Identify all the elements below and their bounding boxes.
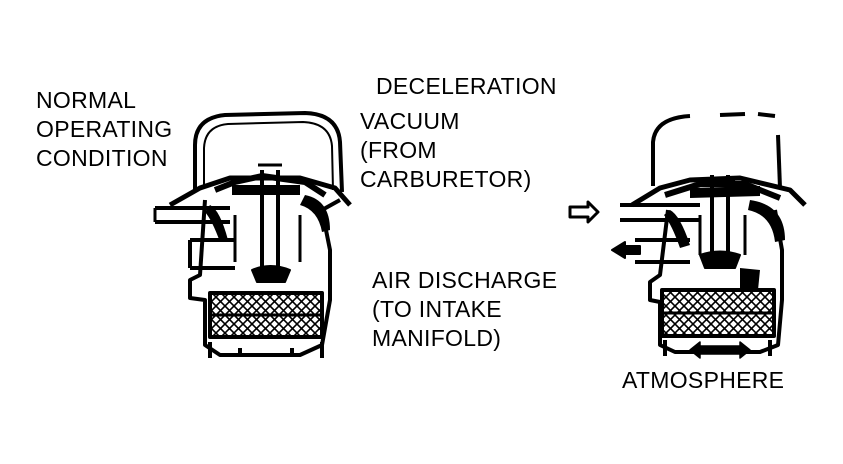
deceleration-label-text: DECELERATION bbox=[376, 73, 557, 99]
vacuum-label-line-1: VACUUM bbox=[360, 108, 460, 134]
normal-label-line-3: CONDITION bbox=[36, 145, 168, 171]
air-discharge-arrow bbox=[611, 241, 641, 259]
air-discharge-line-3: MANIFOLD) bbox=[372, 325, 502, 351]
air-discharge-line-2: (TO INTAKE bbox=[372, 296, 502, 322]
atmosphere-arrow bbox=[689, 341, 751, 359]
normal-label-line-2: OPERATING bbox=[36, 116, 173, 142]
vacuum-from-carburetor-label: VACUUM (FROM CARBURETOR) bbox=[360, 107, 532, 194]
atmosphere-label-text: ATMOSPHERE bbox=[622, 367, 785, 393]
valve-normal-dome bbox=[193, 111, 344, 193]
valve-deceleration bbox=[568, 112, 807, 359]
deceleration-label: DECELERATION bbox=[376, 72, 557, 101]
normal-label-line-1: NORMAL bbox=[36, 87, 137, 113]
atmosphere-label: ATMOSPHERE bbox=[622, 366, 784, 395]
valve-normal bbox=[153, 111, 352, 358]
vacuum-label-line-3: CARBURETOR) bbox=[360, 166, 532, 192]
vacuum-label-line-2: (FROM bbox=[360, 137, 437, 163]
valve-decel-body bbox=[648, 209, 784, 354]
air-discharge-line-1: AIR DISCHARGE bbox=[372, 267, 558, 293]
valve-decel-inlet-pipe bbox=[620, 203, 700, 222]
valve-decel-dome bbox=[651, 114, 691, 186]
vacuum-inlet-arrow bbox=[568, 200, 600, 224]
air-discharge-label: AIR DISCHARGE (TO INTAKE MANIFOLD) bbox=[372, 266, 557, 353]
normal-operating-condition-label: NORMAL OPERATING CONDITION bbox=[36, 86, 172, 173]
valve-normal-body bbox=[188, 198, 341, 357]
